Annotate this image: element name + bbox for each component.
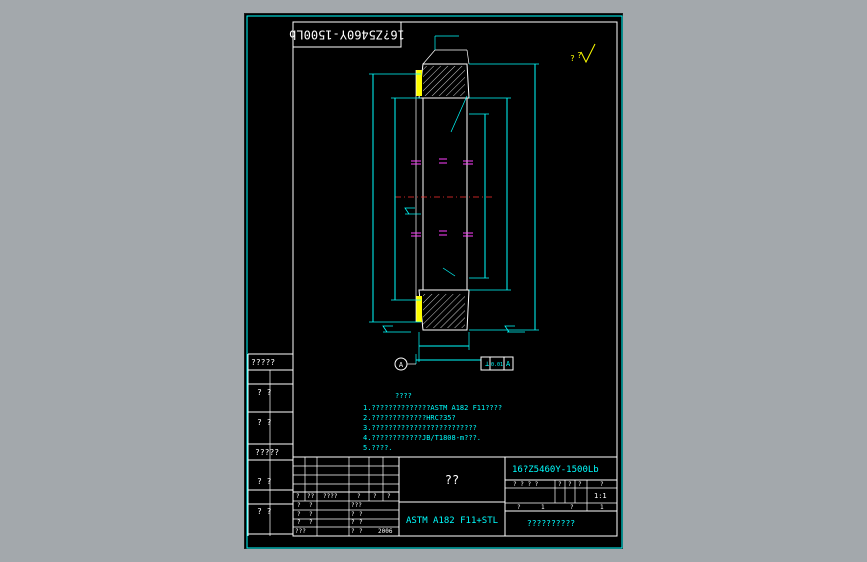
scale: 1:1 (594, 492, 607, 500)
bolt-marks (411, 158, 473, 237)
sign-r1-c2: ? (309, 502, 313, 509)
gdt-value: 0.01 (491, 362, 503, 368)
seat-inlay-bottom (416, 296, 422, 322)
sheet-row2-1: ? (517, 504, 521, 511)
sheet-row2-3: ? (570, 504, 574, 511)
sign-r3-c2: ? (309, 519, 313, 526)
rev-header-5: ? (373, 493, 377, 500)
sheet-header-1: ? ? ? ? (513, 481, 539, 488)
rev-header-1: ? (296, 493, 300, 500)
sheet-header-4: ? (578, 481, 582, 488)
rev-header-6: ? (387, 493, 391, 500)
svg-text:?: ? (570, 54, 575, 63)
rev-header-4: ? (357, 493, 361, 500)
material: ASTM A182 F11+STL (406, 516, 498, 526)
sign-r2-c4: ? (359, 511, 363, 518)
tech-req-line-5: 5.????. (363, 444, 393, 452)
side-label-4: ????? (255, 448, 279, 457)
rev-header-3: ???? (323, 493, 338, 500)
side-label-3: ? ? (257, 418, 272, 427)
side-label-2: ? ? (257, 388, 272, 397)
sign-r4-c4: ? (359, 528, 363, 535)
sign-r3-c3: ? (351, 519, 355, 526)
sign-r1-c1: ? (297, 502, 301, 509)
sign-r2-c1: ? (297, 511, 301, 518)
outer-border (246, 15, 623, 549)
sign-r4-c1: ??? (295, 528, 306, 535)
cad-drawing: ????? ? ? ? ? ????? ? ? ? ? 16?Z5460Y-15… (246, 15, 623, 549)
tech-req-line-1: 1.??????????????ASTM A182 F11???? (363, 404, 502, 412)
tech-req-line-4: 4.????????????JB/T1808-m???. (363, 434, 481, 442)
part-number-title: 16?Z5460Y-1500Lb (512, 465, 599, 475)
tech-req-line-3: 3.????????????????????????? (363, 424, 477, 432)
sheet-header-2: ? (558, 481, 562, 488)
top-part-number: 16?Z5460Y-1500Lb (289, 28, 405, 42)
seat-inlay-top (416, 70, 422, 96)
tech-req-title: ???? (395, 392, 412, 400)
sheet-row2-4: 1 (600, 504, 604, 511)
sign-r3-c4: ? (359, 519, 363, 526)
title-block: ? ?? ???? ? ? ? ? ? ??? ? ? ? ? ? ? ? ? … (292, 456, 618, 537)
drawing-sheet: ????? ? ? ? ? ????? ? ? ? ? 16?Z5460Y-15… (244, 13, 623, 549)
sign-r2-c2: ? (309, 511, 313, 518)
drawing-year: 2006 (378, 528, 393, 535)
surface-finish-symbol: ? ? (570, 43, 596, 64)
top-part-number-box: 16?Z5460Y-1500Lb (289, 21, 405, 48)
sign-r3-c1: ? (297, 519, 301, 526)
inner-border (292, 21, 618, 537)
sign-r4-c3: ? (351, 528, 355, 535)
sheet-row2-2: 1 (541, 504, 545, 511)
sign-r2-c3: ? (351, 511, 355, 518)
left-binding-strip: ????? ? ? ? ? ????? ? ? ? ? (247, 353, 293, 536)
side-label-5: ? ? (257, 477, 272, 486)
gdt-frame: ⊥ 0.01 A (480, 356, 514, 371)
technical-requirements: ???? 1.??????????????ASTM A182 F11???? 2… (363, 392, 502, 452)
datum-label: A (399, 361, 404, 369)
side-label-1: ????? (251, 358, 275, 367)
sheet-header-3: ? (568, 481, 572, 488)
ring-section-drawing: A ⊥ 0.01 A (369, 35, 539, 371)
rev-header-2: ?? (307, 493, 315, 500)
company-name: ?????????? (527, 519, 575, 528)
dimension-lines (369, 35, 539, 364)
svg-text:⊥: ⊥ (485, 360, 489, 368)
sheet-header-5: ? (600, 481, 604, 488)
sign-r1-c3: ??? (351, 502, 362, 509)
part-name: ?? (445, 473, 459, 487)
side-label-6: ? ? (257, 507, 272, 516)
svg-text:?: ? (577, 51, 582, 60)
gdt-datum: A (506, 360, 511, 368)
tech-req-line-2: 2.?????????????HRC?35? (363, 414, 456, 422)
